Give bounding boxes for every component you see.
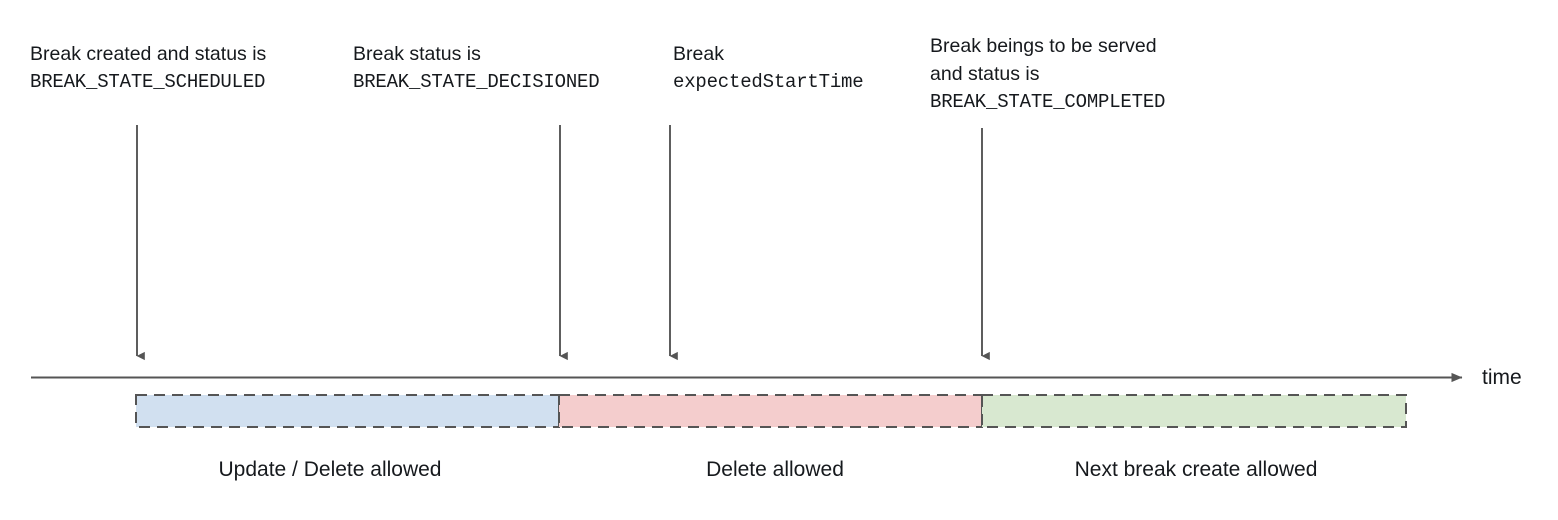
event-label-break-completed: Break beings to be served and status is …	[930, 32, 1165, 116]
event-label-line-1: Break	[673, 43, 724, 65]
time-axis-label: time	[1482, 366, 1522, 389]
phase-caption-delete-only: Delete allowed	[706, 458, 844, 481]
event-label-line-1: Break beings to be served	[930, 35, 1157, 57]
event-label-line-1: Break status is	[353, 43, 481, 65]
event-label-break-expected-start-time: Break expectedStartTime	[673, 40, 864, 96]
event-label-state-code: BREAK_STATE_SCHEDULED	[30, 71, 266, 93]
event-label-line-2: and status is	[930, 63, 1040, 85]
event-label-break-decisioned: Break status is BREAK_STATE_DECISIONED	[353, 40, 600, 96]
phase-caption-update-delete: Update / Delete allowed	[218, 458, 442, 481]
event-label-line-1: Break created and status is	[30, 43, 267, 65]
event-label-field-name: expectedStartTime	[673, 71, 864, 93]
phase-bar-delete-only	[558, 394, 983, 428]
phase-bars	[135, 394, 1407, 428]
phase-bar-next-break-create	[981, 394, 1407, 428]
event-label-state-code: BREAK_STATE_COMPLETED	[930, 91, 1166, 113]
phase-bar-update-delete	[135, 394, 560, 428]
event-label-break-created: Break created and status is BREAK_STATE_…	[30, 40, 266, 96]
event-label-state-code: BREAK_STATE_DECISIONED	[353, 71, 600, 93]
phase-caption-next-break-create: Next break create allowed	[1074, 458, 1318, 481]
event-marker-arrows	[136, 125, 990, 361]
